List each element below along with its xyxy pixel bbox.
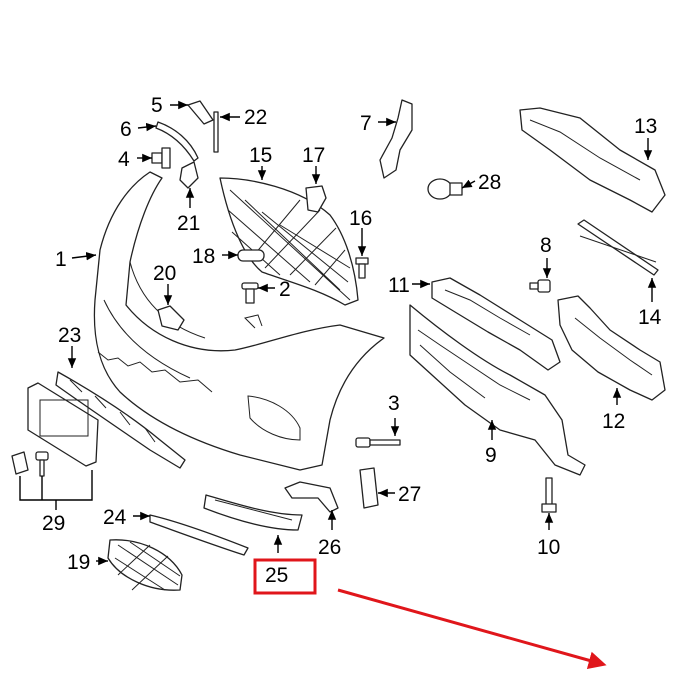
callout-5: 5 — [151, 94, 163, 117]
license-plate-bracket-part-29 — [11, 382, 99, 477]
callout-22: 22 — [244, 106, 267, 129]
bracket-part-5 — [187, 100, 214, 125]
callout-23: 23 — [58, 324, 81, 347]
bolt-part-10 — [541, 477, 557, 513]
clip-part-16 — [355, 257, 369, 279]
bracket-part-26 — [284, 481, 339, 513]
leader-lines — [19, 100, 657, 566]
cap-part-20 — [157, 305, 185, 331]
trim-strip-part-24 — [149, 514, 249, 556]
impact-beam-part-11 — [431, 277, 561, 371]
stud-part-4 — [151, 147, 171, 169]
absorber-part-12 — [557, 295, 666, 401]
bracket-part-7 — [379, 99, 413, 179]
callout-26: 26 — [318, 536, 341, 559]
callout-12: 12 — [602, 410, 625, 433]
callout-21: 21 — [177, 212, 200, 235]
mount-part-17 — [305, 185, 327, 213]
callout-6: 6 — [120, 118, 132, 141]
callout-4: 4 — [118, 148, 130, 171]
callout-24: 24 — [103, 506, 127, 529]
highlight-arrow — [337, 588, 607, 670]
callout-13: 13 — [634, 115, 657, 138]
callout-17: 17 — [302, 144, 325, 167]
vent-grille-part-19 — [107, 539, 183, 591]
callout-19: 19 — [67, 551, 90, 574]
brace-part-14 — [577, 219, 659, 276]
callout-9: 9 — [485, 444, 497, 467]
reflector-part-18 — [237, 249, 265, 262]
bolt-part-3 — [355, 437, 401, 448]
callout-7: 7 — [360, 112, 372, 135]
screw-part-8 — [529, 279, 551, 293]
strip-part-6 — [155, 121, 199, 162]
support-part-13 — [519, 107, 666, 213]
callout-15: 15 — [249, 144, 272, 167]
highlight-box-25 — [253, 558, 317, 595]
callout-8: 8 — [540, 234, 552, 257]
bracket-part-21 — [179, 161, 199, 189]
sensor-part-28 — [427, 178, 463, 200]
callout-16: 16 — [349, 207, 372, 230]
callout-18: 18 — [192, 245, 215, 268]
callout-20: 20 — [153, 262, 176, 285]
trim-strip-part-25 — [203, 494, 303, 531]
clip-part-2 — [241, 282, 259, 304]
callout-28: 28 — [478, 171, 501, 194]
callout-29: 29 — [42, 512, 65, 535]
bracket-part-27 — [359, 467, 379, 509]
callout-11: 11 — [388, 274, 410, 297]
carrier-part-9 — [409, 304, 586, 476]
spoiler-part-23 — [55, 371, 186, 469]
callout-1: 1 — [55, 248, 67, 271]
callout-25: 25 — [265, 564, 288, 587]
callout-3: 3 — [388, 392, 400, 415]
bumper-cover-part — [93, 171, 385, 471]
callout-27: 27 — [398, 483, 421, 506]
callout-10: 10 — [537, 536, 560, 559]
callout-2: 2 — [279, 278, 291, 301]
rod-part-22 — [213, 111, 219, 153]
callout-14: 14 — [638, 306, 662, 329]
